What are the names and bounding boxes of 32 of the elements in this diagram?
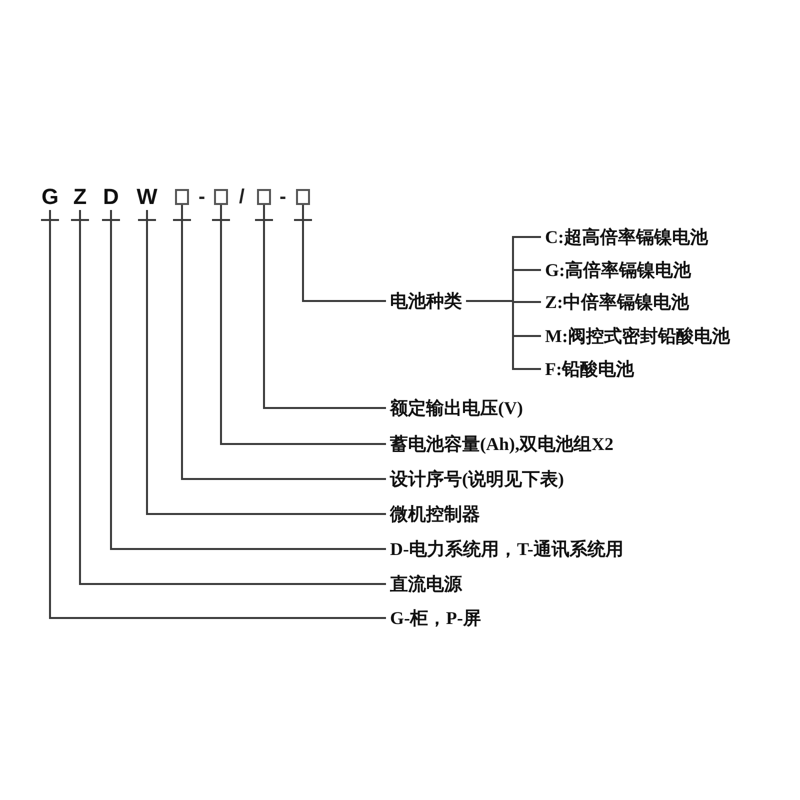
empty-code-box xyxy=(214,189,228,205)
code-letter: D xyxy=(99,184,123,210)
description-label: 微机控制器 xyxy=(390,502,480,526)
leader-line xyxy=(254,204,387,409)
empty-code-box xyxy=(296,189,310,205)
description-label: M:阀控式密封铅酸电池 xyxy=(545,324,730,348)
leader-line xyxy=(70,209,387,585)
description-label: G-柜，P-屏 xyxy=(390,606,481,630)
code-separator: / xyxy=(239,185,245,210)
empty-code-box xyxy=(175,189,189,205)
code-letter: Z xyxy=(68,184,92,210)
description-label: D-电力系统用，T-通讯系统用 xyxy=(390,537,624,561)
description-label: 设计序号(说明见下表) xyxy=(390,467,564,491)
leader-line xyxy=(211,204,387,445)
description-label: C:超高倍率镉镍电池 xyxy=(545,225,708,249)
description-label: 直流电源 xyxy=(390,572,462,596)
empty-code-box xyxy=(257,189,271,205)
description-label: 额定输出电压(V) xyxy=(390,396,523,420)
leader-line xyxy=(40,209,387,619)
leader-line xyxy=(137,209,387,515)
code-separator: - xyxy=(280,185,286,210)
leader-line xyxy=(293,204,387,302)
leader-line xyxy=(101,209,387,550)
leader-line xyxy=(172,204,387,480)
description-label: Z:中倍率镉镍电池 xyxy=(545,290,689,314)
description-label: 电池种类 xyxy=(390,289,462,313)
description-label: 蓄电池容量(Ah),双电池组X2 xyxy=(390,432,614,456)
code-letter: G xyxy=(38,184,62,210)
description-label: F:铅酸电池 xyxy=(545,357,634,381)
description-label: G:高倍率镉镍电池 xyxy=(545,258,691,282)
code-separator: - xyxy=(198,185,206,210)
code-letter: W xyxy=(135,184,159,210)
